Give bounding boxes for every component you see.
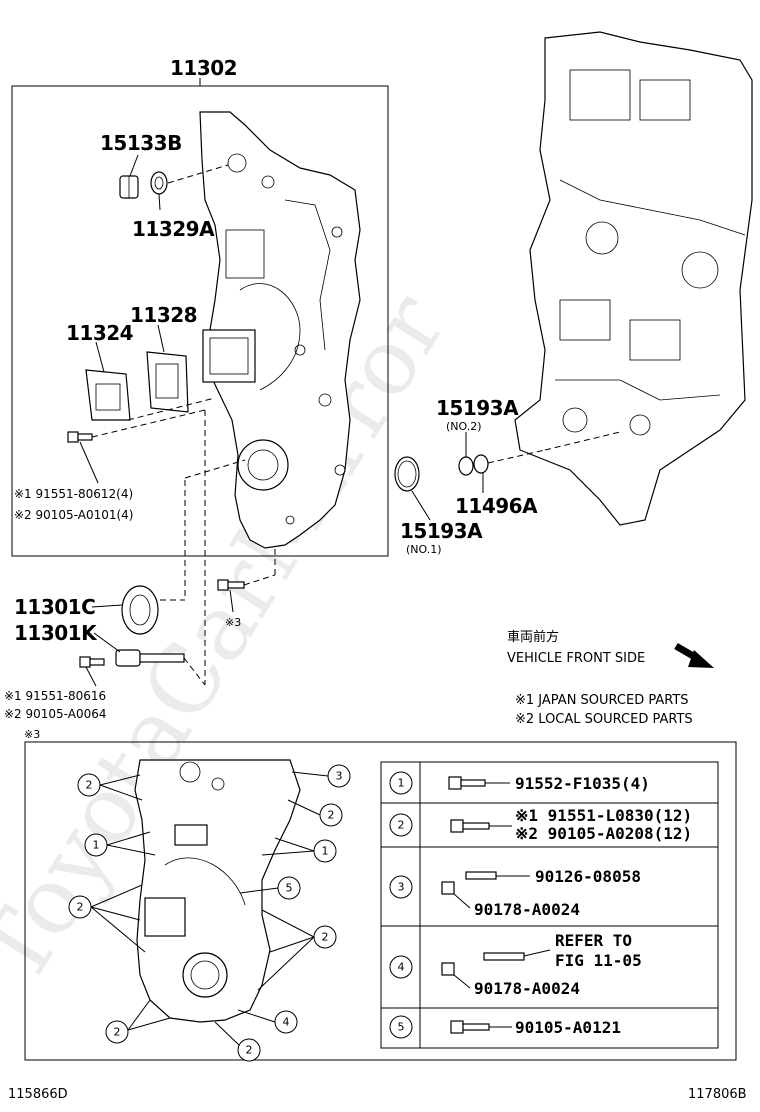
gasket-11328 (146, 351, 189, 413)
svg-text:3: 3 (398, 881, 405, 894)
direction-label-en: VEHICLE FRONT SIDE (507, 651, 645, 666)
row4-refer-line1: REFER TO (555, 931, 632, 950)
plug-15133B (119, 175, 139, 199)
note-local-sourced: ※2 LOCAL SOURCED PARTS (515, 712, 693, 727)
ref3-mark: ※3 (24, 728, 40, 741)
row4-part-line2: 90178-A0024 (474, 979, 580, 998)
direction-arrow-icon (674, 642, 714, 668)
oring-15193A-no2 (458, 456, 474, 476)
svg-text:2: 2 (322, 931, 329, 944)
row2-part-line1: ※1 91551-L0830(12) (515, 806, 692, 825)
oil-seal-11301C (121, 585, 159, 635)
footer-left-code: 115866D (8, 1087, 68, 1102)
footer-right-code: 117806B (688, 1087, 747, 1102)
assembly-number: 11302 (170, 56, 237, 80)
bolt-cover-ref3 (217, 579, 245, 591)
svg-text:3: 3 (336, 770, 343, 783)
bolt-b-line1: ※1 91551-80616 (4, 689, 106, 703)
svg-text:2: 2 (246, 1044, 253, 1057)
cover-11324 (85, 369, 131, 421)
engine-block-drawing (514, 31, 753, 526)
bolt-table: 1 91552-F1035(4) 2 ※1 91551-L0830(12) ※2… (380, 761, 719, 1049)
bolt-a-line1: ※1 91551-80612(4) (14, 487, 133, 501)
svg-text:2: 2 (77, 901, 84, 914)
callout-15133B: 15133B (100, 131, 182, 155)
callout-11328: 11328 (130, 303, 197, 327)
label-no2: (NO.2) (446, 420, 482, 433)
svg-text:4: 4 (283, 1016, 290, 1029)
row1-part: 91552-F1035(4) (515, 774, 650, 793)
svg-text:2: 2 (398, 819, 405, 832)
svg-text:5: 5 (286, 882, 293, 895)
svg-text:1: 1 (93, 839, 100, 852)
sensor-11301K (115, 649, 185, 667)
callout-11329A: 11329A (132, 217, 215, 241)
bolt-cover (67, 431, 93, 443)
callout-15193A-no1: 15193A (400, 519, 483, 543)
callout-15193A-no2: 15193A (436, 396, 519, 420)
note-japan-sourced: ※1 JAPAN SOURCED PARTS (515, 693, 689, 708)
svg-text:2: 2 (328, 809, 335, 822)
detail-cover-drawing (134, 759, 301, 1023)
oring-15193A-no1 (394, 456, 420, 492)
bolt-sensor (79, 656, 105, 668)
callout-11301K: 11301K (14, 621, 98, 645)
timing-cover-drawing (199, 111, 361, 549)
svg-text:5: 5 (398, 1021, 405, 1034)
row2-part-line2: ※2 90105-A0208(12) (515, 824, 692, 843)
callout-11324: 11324 (66, 321, 133, 345)
direction-label-jp: 車両前方 (507, 629, 559, 645)
ref3-small-label: ※3 (225, 616, 241, 629)
bolt-a-line2: ※2 90105-A0101(4) (14, 508, 134, 522)
detail-frame (24, 741, 737, 1061)
svg-text:4: 4 (398, 961, 405, 974)
detail-callouts: 2 3 2 1 1 5 2 2 4 2 2 (68, 764, 351, 1062)
callout-11301C: 11301C (14, 595, 95, 619)
svg-text:1: 1 (322, 845, 329, 858)
svg-text:2: 2 (86, 779, 93, 792)
svg-text:1: 1 (398, 777, 405, 790)
bolt-b-line2: ※2 90105-A0064 (4, 707, 107, 721)
oring-11496A (473, 454, 489, 474)
label-no1: (NO.1) (406, 543, 442, 556)
row5-part: 90105-A0121 (515, 1018, 621, 1037)
row3-part-line2: 90178-A0024 (474, 900, 580, 919)
svg-text:2: 2 (114, 1026, 121, 1039)
row4-refer-line2: FIG 11-05 (555, 951, 642, 970)
callout-11496A: 11496A (455, 494, 538, 518)
row3-part-line1: 90126-08058 (535, 867, 641, 886)
seal-11329A (150, 171, 168, 195)
